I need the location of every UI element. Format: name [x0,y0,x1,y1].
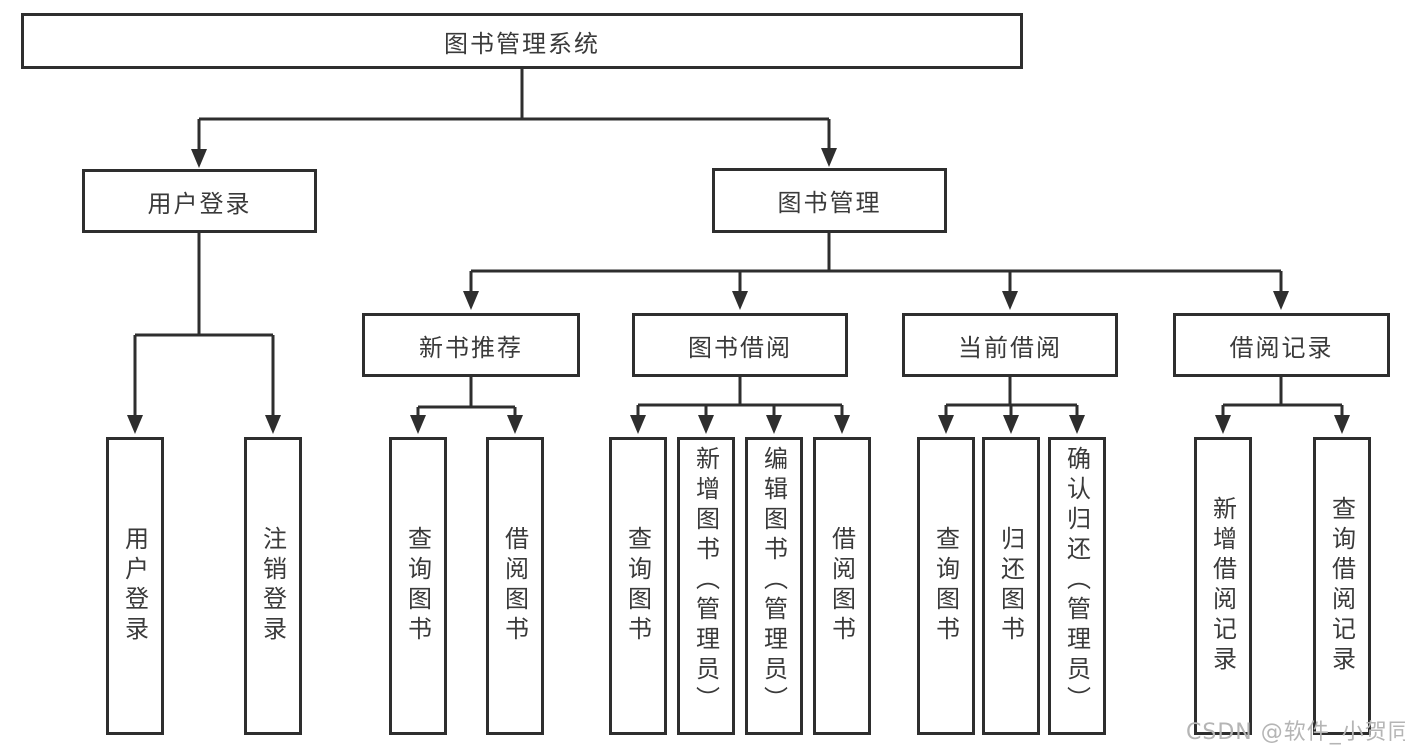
leaf-query-book-current: 查询图书 [917,437,975,735]
leaf-add-borrow-record: 新增借阅记录 [1194,437,1252,735]
arrowheads [127,148,1350,434]
node-library-management-system: 图书管理系统 [21,13,1023,69]
leaf-add-book-admin: 新增图书（管理员） [677,437,735,735]
node-new-book-recommend: 新书推荐 [362,313,580,377]
node-user-login: 用户登录 [82,169,317,233]
node-borrow-record: 借阅记录 [1173,313,1390,377]
leaf-query-book-recommend: 查询图书 [389,437,447,735]
node-book-management: 图书管理 [712,168,947,233]
leaf-edit-book-admin: 编辑图书（管理员） [745,437,803,735]
leaf-borrow-book: 借阅图书 [813,437,871,735]
leaf-query-borrow-record: 查询借阅记录 [1313,437,1371,735]
node-current-borrow: 当前借阅 [902,313,1118,377]
csdn-watermark: CSDN @软件_小贺同学 [1186,720,1405,745]
leaf-user-login: 用户登录 [106,437,164,735]
leaf-logout: 注销登录 [244,437,302,735]
leaf-return-book: 归还图书 [982,437,1040,735]
leaf-borrow-book-recommend: 借阅图书 [486,437,544,735]
node-book-borrow: 图书借阅 [632,313,848,377]
leaf-confirm-return-admin: 确认归还（管理员） [1048,437,1106,735]
leaf-query-book-borrow: 查询图书 [609,437,667,735]
